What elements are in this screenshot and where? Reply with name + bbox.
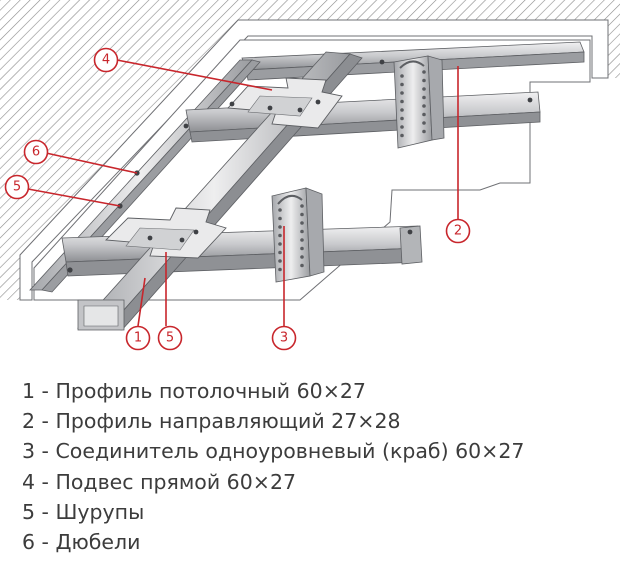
concrete-slab-hatching	[0, 0, 620, 301]
hanger-perforation	[400, 91, 404, 95]
screw	[297, 107, 303, 113]
screw	[183, 123, 189, 129]
screw	[193, 229, 199, 235]
legend-item-5: 5 - Шурупы	[22, 499, 145, 524]
hanger-perforation	[422, 95, 426, 100]
screw	[267, 105, 273, 111]
crab-connector-back	[227, 77, 343, 129]
callout-4-label: 3	[280, 331, 288, 346]
hanger-perforation	[278, 259, 282, 263]
screw	[229, 101, 235, 107]
callout-6: 6	[23, 139, 49, 165]
hanger-perforation	[278, 208, 282, 212]
hanger-perforation	[300, 255, 304, 259]
hanger-perforation	[400, 99, 404, 104]
hanger-perforation	[400, 116, 404, 121]
legend-item-4: 4 - Подвес прямой 60×27	[22, 469, 297, 494]
callout-5-left: 5	[4, 174, 30, 200]
hanger-perforation	[400, 82, 404, 87]
hanger-perforation	[422, 129, 426, 134]
callout-5-bottom-label: 5	[166, 331, 174, 346]
crab-connector-front	[104, 207, 227, 259]
hanger-perforation	[300, 221, 304, 225]
legend-item-2: 2 - Профиль направляющий 27×28	[22, 409, 401, 434]
screw	[527, 97, 533, 103]
hanger-perforation	[278, 242, 282, 246]
fastener-details	[67, 59, 533, 273]
dowel	[67, 267, 73, 273]
hanger-perforation	[300, 204, 304, 208]
callout-5-bottom: 5	[157, 325, 183, 351]
direct-hanger-back	[393, 55, 445, 149]
screw	[315, 99, 321, 105]
hanger-perforation	[300, 238, 304, 242]
legend-item-6: 6 - Дюбели	[22, 530, 141, 555]
hanger-perforation	[422, 78, 426, 83]
screw	[407, 229, 413, 235]
legend-list: 1 - Профиль потолочный 60×27 2 - Профиль…	[22, 376, 524, 557]
legend-item-3: 3 - Соединитель одноуровневый (краб) 60×…	[22, 439, 525, 464]
direct-hanger-front	[271, 187, 325, 283]
legend-item-1: 1 - Профиль потолочный 60×27	[22, 379, 366, 403]
callout-1-label: 1	[134, 331, 142, 346]
hanger-perforation	[278, 225, 282, 229]
hanger-perforation	[300, 246, 304, 251]
hanger-perforation	[400, 108, 404, 112]
hanger-perforation	[278, 267, 282, 272]
callout-3-label: 4	[102, 53, 110, 68]
hanger-perforation	[400, 133, 404, 138]
hanger-perforation	[422, 121, 426, 125]
hanger-perforation	[278, 233, 282, 238]
hanger-perforation	[278, 250, 282, 255]
hanger-perforation	[400, 125, 404, 129]
callout-2-label: 2	[454, 224, 462, 239]
hanger-perforation	[300, 212, 304, 217]
hanger-perforation	[422, 104, 426, 108]
hanger-perforation	[422, 87, 426, 91]
screw	[179, 237, 185, 243]
callout-2: 2	[445, 218, 471, 244]
ceiling-frame-diagram: 4 6 5 2 3 1 5	[0, 0, 620, 351]
callout-5-left-label: 5	[13, 180, 21, 195]
hanger-perforation	[300, 263, 304, 268]
hanger-perforation	[278, 216, 282, 221]
callout-1: 1	[125, 325, 151, 351]
callout-leaders	[27, 59, 459, 327]
callout-4: 3	[271, 325, 297, 351]
hanger-perforation	[422, 70, 426, 74]
hanger-perforation	[400, 74, 404, 78]
callout-6-label: 6	[32, 145, 40, 160]
screw	[379, 59, 385, 65]
hanger-perforation	[300, 229, 304, 234]
screw	[147, 235, 153, 241]
callout-3: 4	[93, 47, 119, 73]
hanger-perforation	[422, 112, 426, 117]
